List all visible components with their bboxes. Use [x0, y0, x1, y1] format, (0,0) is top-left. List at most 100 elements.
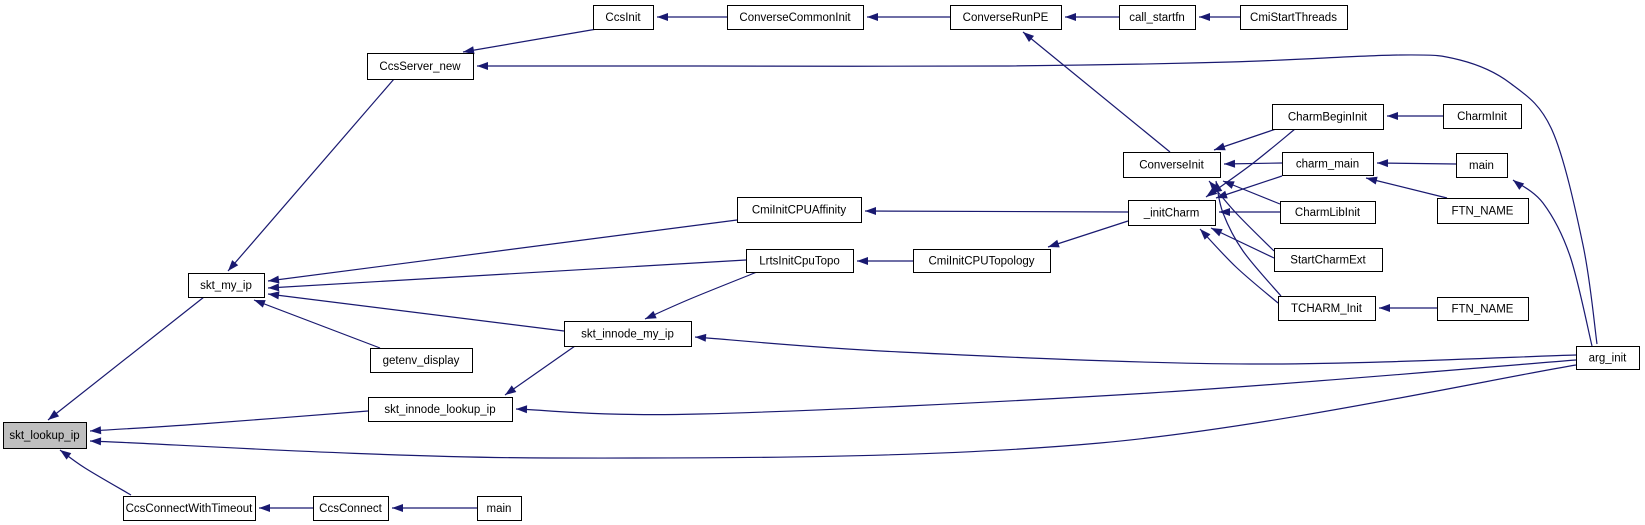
edge-charm_main-to-ConverseInit — [1223, 159, 1283, 168]
node-FTN_NAME_bottom[interactable]: FTN_NAME — [1437, 297, 1529, 321]
edge-LrtsInitCpuTopo-to-skt_innode_my_ip — [644, 271, 758, 320]
node-CmiStartThreads[interactable]: CmiStartThreads — [1240, 5, 1348, 30]
node-CcsServer_new[interactable]: CcsServer_new — [367, 53, 474, 80]
arrowhead-icon — [1048, 239, 1060, 248]
arrowhead-icon — [268, 275, 280, 284]
arrowhead-icon — [48, 410, 60, 420]
edge-arg_init-to-skt_innode_lookup_ip — [515, 359, 1577, 416]
node-_initCharm[interactable]: _initCharm — [1128, 200, 1216, 226]
node-label: FTN_NAME — [1452, 304, 1514, 316]
edge-CharmLibInit-to-_initCharm — [1219, 208, 1280, 216]
arrowhead-icon — [1387, 112, 1398, 120]
node-skt_innode_my_ip[interactable]: skt_innode_my_ip — [564, 321, 692, 347]
edge-getenv_display-to-skt_my_ip — [253, 299, 381, 349]
edge-skt_my_ip-to-skt_lookup_ip — [47, 296, 205, 421]
node-label: _initCharm — [1143, 208, 1200, 220]
arrowhead-icon — [1200, 229, 1211, 240]
arrowhead-icon — [1214, 181, 1223, 193]
node-FTN_NAME_top[interactable]: FTN_NAME — [1437, 198, 1529, 224]
edge-StartCharmExt-to-ConverseInit — [1208, 180, 1275, 252]
node-arg_init[interactable]: arg_init — [1576, 346, 1640, 370]
node-skt_my_ip[interactable]: skt_my_ip — [188, 273, 265, 298]
arrowhead-icon — [254, 300, 266, 308]
edge-CmiInitCPUAffinity-to-skt_my_ip — [267, 219, 738, 284]
node-label: skt_innode_my_ip — [581, 329, 674, 341]
edge-_initCharm-to-CmiInitCPUAffinity — [864, 207, 1129, 216]
node-label: ConverseRunPE — [963, 12, 1049, 24]
node-label: arg_init — [1589, 353, 1628, 365]
node-charm_main[interactable]: charm_main — [1282, 152, 1374, 176]
edge-ConverseInit-to-ConverseRunPE — [1022, 31, 1171, 153]
edge-TCHARM_Init-to-_initCharm — [1199, 228, 1279, 304]
edge-main_top-to-charm_main — [1376, 159, 1457, 168]
edge-CcsConnectWithTimeout-to-skt_lookup_ip — [59, 449, 132, 496]
edge-LrtsInitCpuTopo-to-skt_my_ip — [267, 259, 747, 292]
edge-arg_init-to-CcsServer_new — [477, 54, 1598, 345]
edge-CcsInit-to-CcsServer_new — [462, 28, 598, 55]
arrowhead-icon — [228, 260, 239, 271]
node-skt_innode_lookup_ip[interactable]: skt_innode_lookup_ip — [368, 397, 513, 422]
node-CcsConnectWithTimeout[interactable]: CcsConnectWithTimeout — [123, 496, 256, 521]
edge-TCHARM_Init-to-ConverseInit — [1214, 180, 1282, 297]
node-label: CmiInitCPUAffinity — [752, 205, 847, 217]
node-ConverseInit[interactable]: ConverseInit — [1123, 152, 1221, 178]
node-label: skt_lookup_ip — [9, 430, 79, 442]
edge-charm_main-to-_initCharm — [1215, 175, 1283, 199]
node-CcsConnect[interactable]: CcsConnect — [313, 496, 389, 521]
edge-CharmBeginInit-to-ConverseInit — [1213, 128, 1277, 151]
arrowhead-icon — [259, 504, 270, 512]
node-label: CcsConnectWithTimeout — [126, 503, 254, 515]
nodes-layer: CcsInit ConverseCommonInit ConverseRunPE ca… — [3, 5, 1640, 521]
edge-CcsServer_new-to-skt_my_ip — [227, 78, 395, 272]
arrowhead-icon — [695, 333, 707, 342]
node-label: FTN_NAME — [1452, 206, 1514, 218]
edge-ConverseCommonInit-to-CcsInit — [657, 13, 727, 21]
arrowhead-icon — [1023, 32, 1035, 43]
edge-call_startfn-to-ConverseRunPE — [1065, 13, 1119, 21]
edge-CharmLibInit-to-ConverseInit — [1222, 180, 1281, 205]
arrowhead-icon — [1379, 304, 1390, 312]
arrowhead-icon — [1513, 180, 1525, 190]
node-CharmLibInit[interactable]: CharmLibInit — [1280, 201, 1376, 224]
arrowhead-icon — [1065, 13, 1076, 21]
arrowhead-icon — [657, 13, 668, 21]
edge-arg_init-to-main_top — [1512, 179, 1593, 347]
arrowhead-icon — [1224, 159, 1236, 168]
node-ConverseRunPE[interactable]: ConverseRunPE — [950, 5, 1062, 30]
node-label: call_startfn — [1129, 12, 1185, 24]
node-label: ConverseInit — [1139, 160, 1204, 172]
arrowhead-icon — [516, 405, 528, 414]
node-TCHARM_Init[interactable]: TCHARM_Init — [1278, 296, 1376, 321]
arrowhead-icon — [1219, 208, 1230, 216]
node-StartCharmExt[interactable]: StartCharmExt — [1274, 248, 1383, 272]
arrowhead-icon — [392, 504, 403, 512]
arrowhead-icon — [1209, 181, 1220, 192]
node-main_top[interactable]: main — [1456, 153, 1508, 178]
node-ConverseCommonInit[interactable]: ConverseCommonInit — [727, 5, 864, 30]
node-label: LrtsInitCpuTopo — [759, 256, 840, 268]
node-CmiInitCPUAffinity[interactable]: CmiInitCPUAffinity — [737, 197, 862, 223]
node-getenv_display[interactable]: getenv_display — [370, 348, 473, 373]
arrowhead-icon — [268, 283, 280, 292]
node-LrtsInitCpuTopo[interactable]: LrtsInitCpuTopo — [746, 249, 854, 273]
arrowhead-icon — [857, 257, 868, 265]
node-CmiInitCPUTopology[interactable]: CmiInitCPUTopology — [913, 249, 1051, 273]
node-label: CcsServer_new — [379, 61, 461, 73]
arrowhead-icon — [1211, 228, 1223, 237]
arrowhead-icon — [1214, 142, 1226, 151]
node-CharmInit[interactable]: CharmInit — [1443, 104, 1522, 129]
arrowhead-icon — [60, 450, 72, 460]
node-call_startfn[interactable]: call_startfn — [1119, 5, 1196, 30]
node-main_bottom[interactable]: main — [477, 496, 522, 521]
edge-CmiStartThreads-to-call_startfn — [1199, 13, 1240, 21]
edge-FTN_NAME_bottom-to-TCHARM_Init — [1379, 304, 1437, 312]
edge-ConverseRunPE-to-ConverseCommonInit — [867, 13, 950, 21]
node-CharmBeginInit[interactable]: CharmBeginInit — [1272, 104, 1384, 130]
edge-CharmInit-to-CharmBeginInit — [1387, 112, 1443, 120]
arrowhead-icon — [90, 437, 102, 446]
edge-skt_innode_my_ip-to-skt_my_ip — [267, 291, 565, 332]
arrowhead-icon — [505, 385, 517, 395]
node-label: CcsConnect — [319, 503, 382, 515]
node-label: ConverseCommonInit — [739, 12, 851, 24]
node-CcsInit[interactable]: CcsInit — [593, 5, 654, 30]
